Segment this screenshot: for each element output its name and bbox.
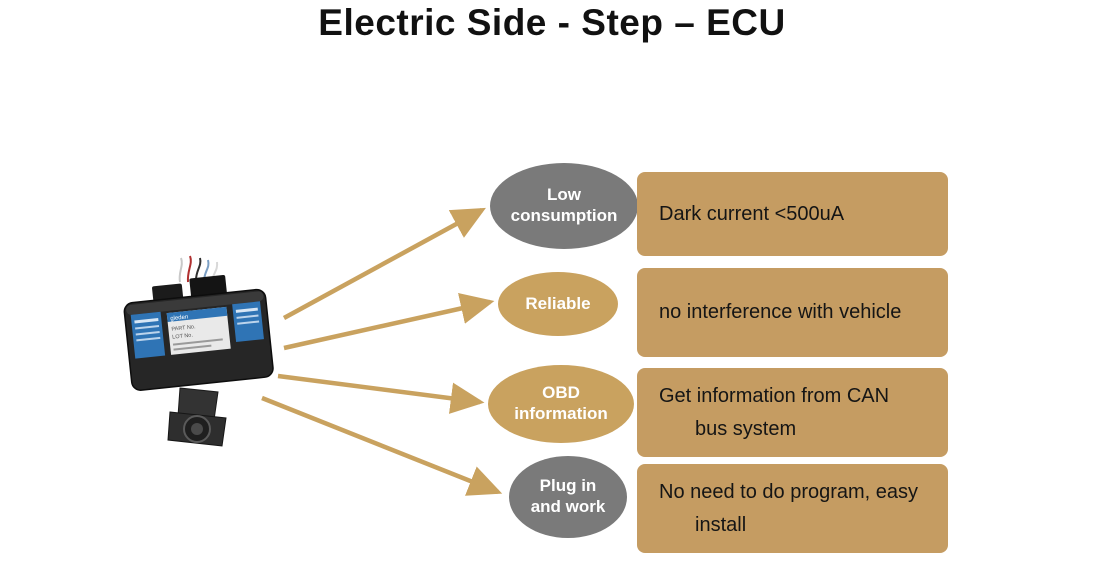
ecu-mounting-bracket <box>167 387 227 447</box>
feature-box-obd-information: Get information from CAN bus system <box>637 368 948 457</box>
arrow-plug-in-and-work <box>261 395 503 496</box>
slide-title: Electric Side - Step – ECU <box>318 2 786 43</box>
arrow-obd-information <box>277 373 485 414</box>
feature-desc-low-consumption: Dark current <500uA <box>659 202 845 225</box>
svg-text:gleden: gleden <box>170 314 189 322</box>
feature-label-reliable: Reliable <box>525 293 591 313</box>
ecu-body-highlight <box>126 291 264 315</box>
feature-label-plug-in-and-work: Plug in and work <box>530 476 606 516</box>
arrow-low-consumption <box>282 207 486 320</box>
svg-text:PART No.: PART No. <box>171 324 196 333</box>
ecu-blue-label-left <box>130 311 166 359</box>
ecu-white-label: gleden PART No. LOT No. <box>166 306 231 355</box>
feature-box-reliable: no interference with vehicle <box>637 268 948 357</box>
feature-box-plug-in-and-work: No need to do program, easy install <box>637 464 948 553</box>
svg-text:LOT No.: LOT No. <box>172 332 194 340</box>
ecu-device-drawing: gleden PART No. LOT No. <box>123 255 274 447</box>
feature-ellipse-reliable: Reliable <box>498 272 618 336</box>
feature-label-obd-information: OBD information <box>514 383 608 423</box>
ecu-blue-label-right <box>232 301 264 343</box>
feature-label-low-consumption: Low consumption <box>510 185 618 225</box>
ecu-device-image: gleden PART No. LOT No. <box>118 248 293 468</box>
feature-desc-plug-in-and-work: No need to do program, easy <box>659 480 919 503</box>
feature-desc-reliable: no interference with vehicle <box>659 301 902 323</box>
feature-box-low-consumption: Dark current <500uA <box>637 172 948 256</box>
arrow-reliable <box>283 293 495 351</box>
ecu-connector-right <box>189 275 227 299</box>
feature-desc-obd-information: Get information from CAN <box>659 384 890 407</box>
feature-ellipse-low-consumption: Low consumption <box>490 163 638 249</box>
feature-ellipse-obd-information: OBD information <box>488 365 634 443</box>
feature-ellipse-plug-in-and-work: Plug in and work <box>509 456 627 538</box>
